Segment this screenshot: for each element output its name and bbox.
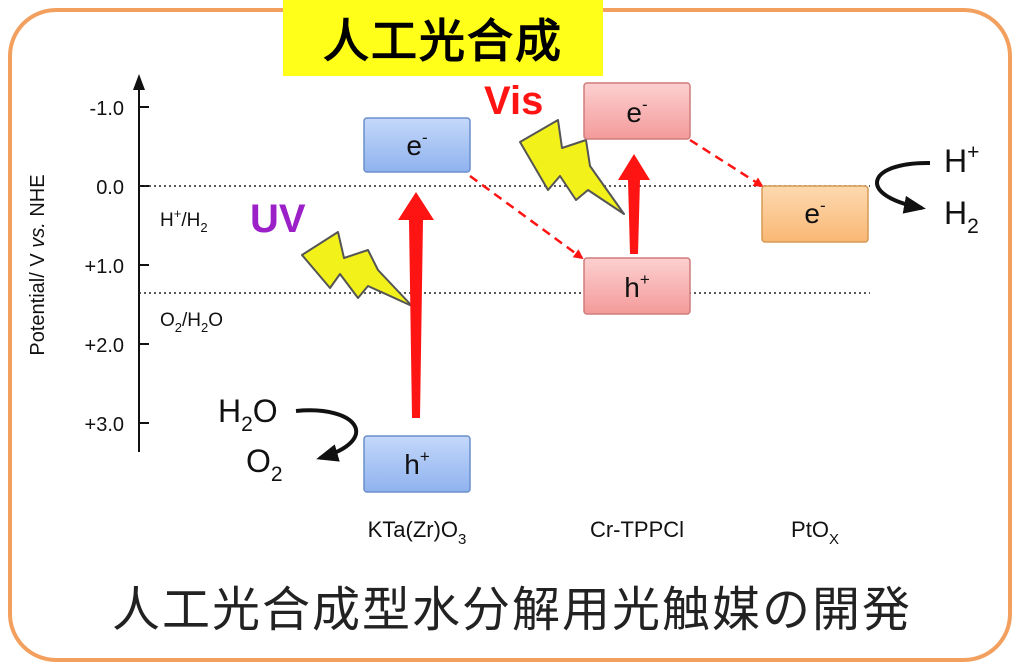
cr-homo-box: h+	[583, 257, 691, 315]
vis-lightning-bolt	[519, 119, 625, 215]
proton-reduction-arrow	[875, 160, 931, 214]
bottom-caption: 人工光合成型水分解用光触媒の開発	[111, 582, 912, 638]
tick-label: +2.0	[85, 335, 124, 357]
water-oxidation-arrow	[295, 408, 359, 462]
kta-excitation-arrow	[398, 192, 434, 418]
h-plus-label: H+	[944, 141, 979, 179]
h2o-label: H2O	[218, 393, 278, 436]
svg-text:e-: e-	[804, 196, 825, 229]
tick-label: +1.0	[85, 256, 124, 278]
material-cr-label: Cr-TPPCl	[590, 517, 684, 542]
diagram-title: 人工光合成	[323, 14, 563, 68]
svg-text:e-: e-	[406, 128, 427, 161]
kta-valence-box: h+	[363, 435, 471, 493]
transfer-arrow-cr-to-pt	[689, 138, 764, 188]
title-banner: 人工光合成	[283, 0, 603, 76]
y-axis-label: Potential/ V vs. NHE	[27, 174, 49, 355]
h-h2-label: H+/H2	[160, 206, 208, 235]
cr-lumo-box: e-	[583, 82, 691, 140]
cr-excitation-arrow	[618, 154, 650, 254]
svg-text:h+: h+	[624, 270, 650, 303]
o2-label: O2	[246, 443, 283, 486]
material-kta-label: KTa(Zr)O3	[368, 517, 467, 548]
kta-conduction-box: e-	[363, 117, 471, 173]
transfer-arrow-kta-to-cr	[469, 174, 584, 260]
material-pt-label: PtOX	[791, 517, 839, 548]
uv-label: UV	[250, 197, 306, 241]
o2-h2o-label: O2/H2O	[160, 310, 223, 335]
pt-cocatalyst-box: e-	[761, 185, 869, 243]
h2-label: H2	[944, 195, 979, 238]
svg-text:e-: e-	[626, 95, 647, 128]
svg-text:h+: h+	[404, 447, 430, 480]
tick-label: 0.0	[96, 177, 124, 199]
vis-label: Vis	[484, 79, 543, 123]
tick-label: +3.0	[85, 414, 124, 436]
y-axis-arrowhead	[133, 74, 145, 90]
uv-lightning-bolt	[301, 231, 413, 307]
tick-label: -1.0	[90, 98, 124, 120]
